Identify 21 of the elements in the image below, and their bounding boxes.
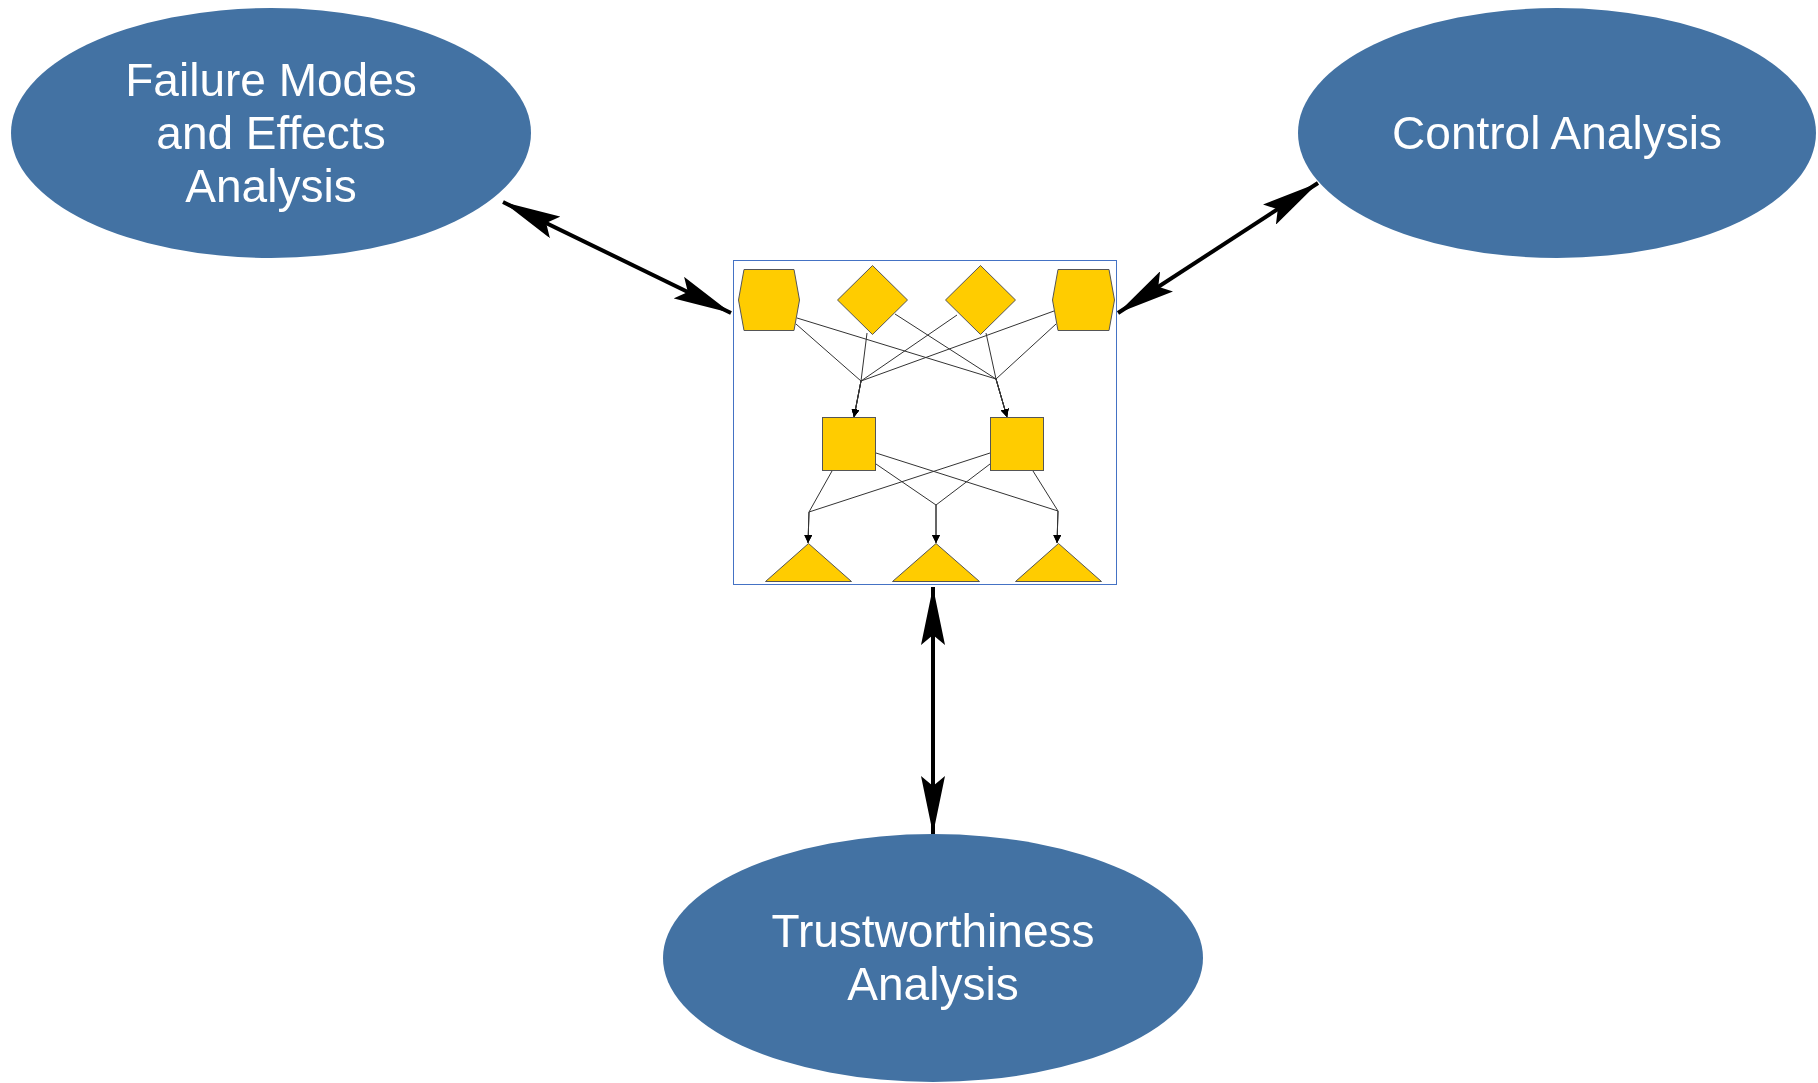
square-shape bbox=[990, 417, 1044, 471]
diamond-shape bbox=[945, 265, 1016, 335]
arrow bbox=[1032, 470, 1062, 544]
hexagon-shape bbox=[1052, 269, 1115, 331]
hexagon-shape bbox=[738, 269, 800, 331]
triangle-shape bbox=[765, 543, 852, 582]
analysis-ellipse: Failure Modes and Effects Analysis bbox=[11, 8, 531, 258]
arrow bbox=[995, 323, 1057, 418]
diamond-shape bbox=[837, 265, 908, 335]
analysis-ellipse: Trustworthiness Analysis bbox=[663, 834, 1203, 1082]
triangle-shape bbox=[892, 543, 980, 582]
arrow bbox=[932, 463, 991, 544]
arrow bbox=[804, 452, 991, 544]
arrow bbox=[502, 200, 732, 315]
analysis-ellipse: Control Analysis bbox=[1298, 8, 1816, 258]
square-shape bbox=[822, 417, 876, 471]
arrow bbox=[921, 587, 945, 834]
arrow bbox=[1116, 181, 1320, 315]
diagram-frame bbox=[733, 260, 1117, 585]
arrow bbox=[851, 310, 1055, 418]
triangle-shape bbox=[1015, 543, 1102, 582]
